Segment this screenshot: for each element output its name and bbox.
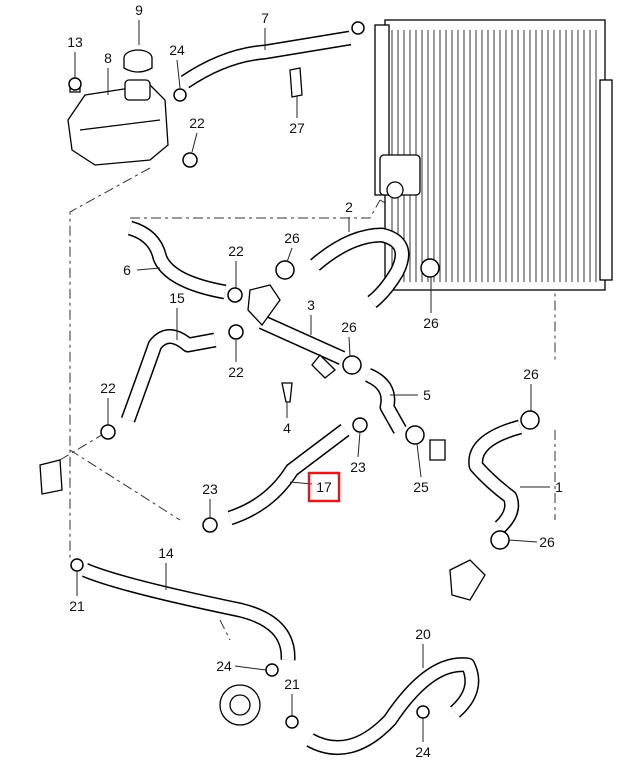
callout-3: 3 <box>307 297 315 313</box>
callout-21: 21 <box>69 598 85 614</box>
radiator <box>374 19 613 291</box>
callout-8: 8 <box>104 50 112 66</box>
hose-20-inner <box>307 658 478 754</box>
callout-labels: 9 7 13 8 24 22 27 2 26 22 6 15 3 26 26 2… <box>67 2 563 760</box>
callout-26: 26 <box>539 534 555 550</box>
highlight-box-17 <box>307 471 341 503</box>
hose-clamps <box>68 21 540 729</box>
hose-15-inner <box>122 330 217 423</box>
hose-17-inner <box>228 425 349 524</box>
hoses <box>82 30 523 755</box>
callout-23: 23 <box>350 459 366 475</box>
hose-5-inner <box>365 369 406 433</box>
callout-26: 26 <box>284 230 300 246</box>
callout-20: 20 <box>415 626 431 642</box>
callout-7: 7 <box>261 10 269 26</box>
callout-22: 22 <box>228 364 244 380</box>
callout-24: 24 <box>216 658 232 674</box>
callout-15: 15 <box>169 290 185 306</box>
callout-26: 26 <box>523 366 539 382</box>
hose-2-inner <box>311 229 408 307</box>
callout-17: 17 <box>316 479 332 495</box>
fittings <box>39 67 486 726</box>
callout-2: 2 <box>345 199 353 215</box>
callout-4: 4 <box>283 420 291 436</box>
callout-5: 5 <box>423 387 431 403</box>
pipe-3-inner <box>259 316 345 364</box>
callout-24: 24 <box>415 744 431 760</box>
callout-24: 24 <box>169 42 185 58</box>
hose-7-inner <box>181 32 351 87</box>
hose-14-inner <box>82 564 295 661</box>
callout-14: 14 <box>158 545 174 561</box>
hose-1-inner <box>469 421 522 532</box>
callout-9: 9 <box>135 2 143 18</box>
callout-25: 25 <box>413 479 429 495</box>
callout-22: 22 <box>100 380 116 396</box>
callout-26: 26 <box>341 319 357 335</box>
hose-20 <box>306 657 480 755</box>
coolant-reservoir <box>67 49 169 166</box>
callout-13: 13 <box>67 34 83 50</box>
callout-22: 22 <box>228 243 244 259</box>
callout-leaders <box>74 20 550 742</box>
callout-27: 27 <box>289 120 305 136</box>
callout-6: 6 <box>123 262 131 278</box>
hose-6-inner <box>128 222 227 298</box>
callout-1: 1 <box>555 479 563 495</box>
callout-26: 26 <box>423 315 439 331</box>
callout-22: 22 <box>189 115 205 131</box>
callout-23: 23 <box>202 481 218 497</box>
callout-21: 21 <box>284 676 300 692</box>
